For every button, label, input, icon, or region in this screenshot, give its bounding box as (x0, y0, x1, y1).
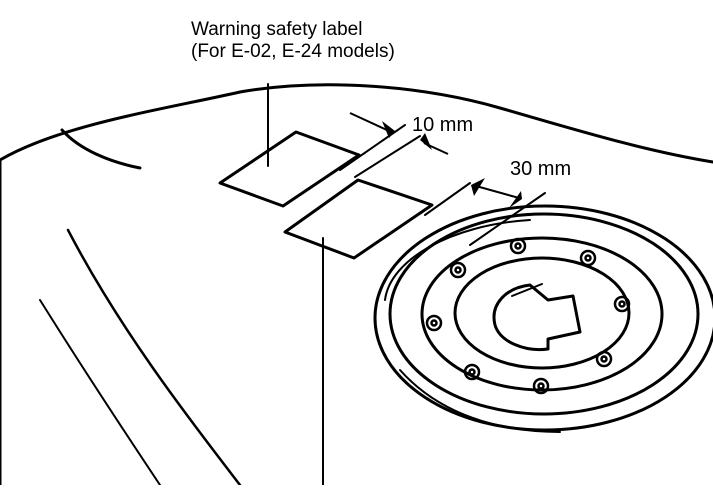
flange-bolt (613, 295, 631, 313)
flange-bolt-ring (420, 236, 664, 392)
gap-dimension-label: 10 mm (412, 114, 474, 136)
offset-arrow-right (509, 191, 522, 208)
gap-arrow-left-shaft (349, 112, 390, 132)
flange-bolt (463, 363, 481, 381)
housing-side-contour-inner (39, 299, 161, 486)
flange-outer-ring (373, 204, 713, 432)
shaft-keyed-bore (492, 283, 582, 352)
callout-label-line-2: (For E-02, E-24 models) (191, 41, 395, 62)
warning-safety-label (218, 130, 361, 208)
offset-dimension-label: 30 mm (510, 158, 572, 180)
offset-guide-right (469, 192, 546, 246)
callout-label-line-1: Warning safety label (191, 19, 363, 40)
gap-guide-left (339, 124, 406, 171)
offset-guide-left (424, 182, 471, 216)
gap-arrow-right-shaft (423, 142, 449, 155)
housing-side-contour (66, 228, 242, 487)
flange-bolt (425, 314, 443, 332)
flange-outer-lip (384, 219, 531, 301)
shaft-key-edge (511, 283, 543, 297)
flange-bolt (579, 249, 597, 267)
second-label (283, 178, 434, 260)
housing-outline (0, 83, 713, 487)
gap-guide-right (354, 135, 421, 178)
flange-bolt (532, 377, 550, 395)
flange-outer-lip-lower (399, 369, 561, 433)
housing-side-edge (60, 128, 142, 170)
gap-arrow-left (382, 121, 395, 138)
flange-bolt (595, 350, 613, 368)
offset-arrow-shaft (475, 185, 520, 199)
flange-inner-ring (453, 256, 631, 370)
flange-bolt (449, 261, 467, 279)
flange-middle-ring (388, 212, 700, 416)
flange-bolt (509, 237, 527, 255)
